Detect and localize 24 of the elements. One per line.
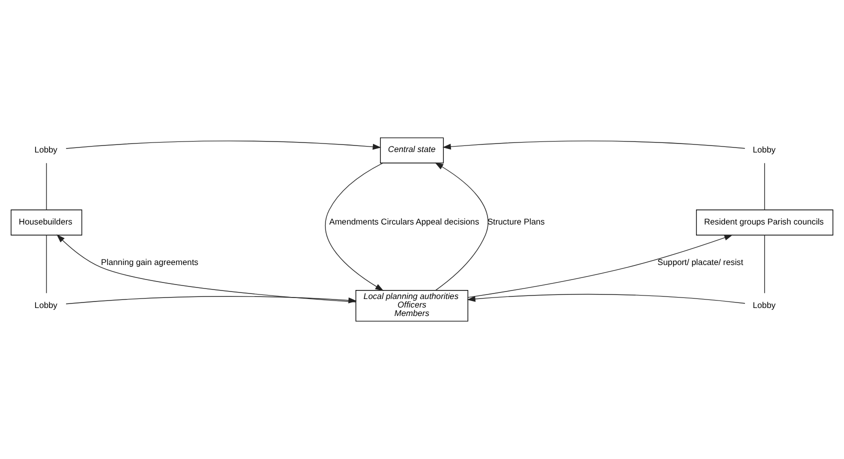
arrow xyxy=(324,162,384,291)
edge-label: Support/ placate/ resist xyxy=(658,256,744,267)
arrow xyxy=(442,140,746,150)
node-box: Central state xyxy=(380,137,444,164)
arrow xyxy=(66,296,357,304)
edge-label: Planning gain agreements xyxy=(101,256,198,267)
connector xyxy=(46,162,47,210)
node-box: Resident groups Parish councils xyxy=(696,210,834,236)
arrow xyxy=(434,162,488,291)
node-text: Lobby xyxy=(752,300,776,310)
connector xyxy=(46,234,47,294)
edge-label: Structure Plans xyxy=(487,216,545,227)
arrow xyxy=(66,140,382,150)
node-text: Lobby xyxy=(34,300,58,310)
connector xyxy=(764,162,765,210)
node-text: Lobby xyxy=(34,144,58,155)
node-text: Lobby xyxy=(752,144,776,155)
arrow xyxy=(468,234,733,298)
connector xyxy=(764,234,765,294)
node-box: Housebuilders xyxy=(10,210,82,236)
arrow xyxy=(56,234,356,302)
node-box: Local planning authorities Officers Members xyxy=(356,290,468,322)
edge-label: Amendments Circulars Appeal decisions xyxy=(329,216,480,227)
arrow xyxy=(466,294,746,304)
